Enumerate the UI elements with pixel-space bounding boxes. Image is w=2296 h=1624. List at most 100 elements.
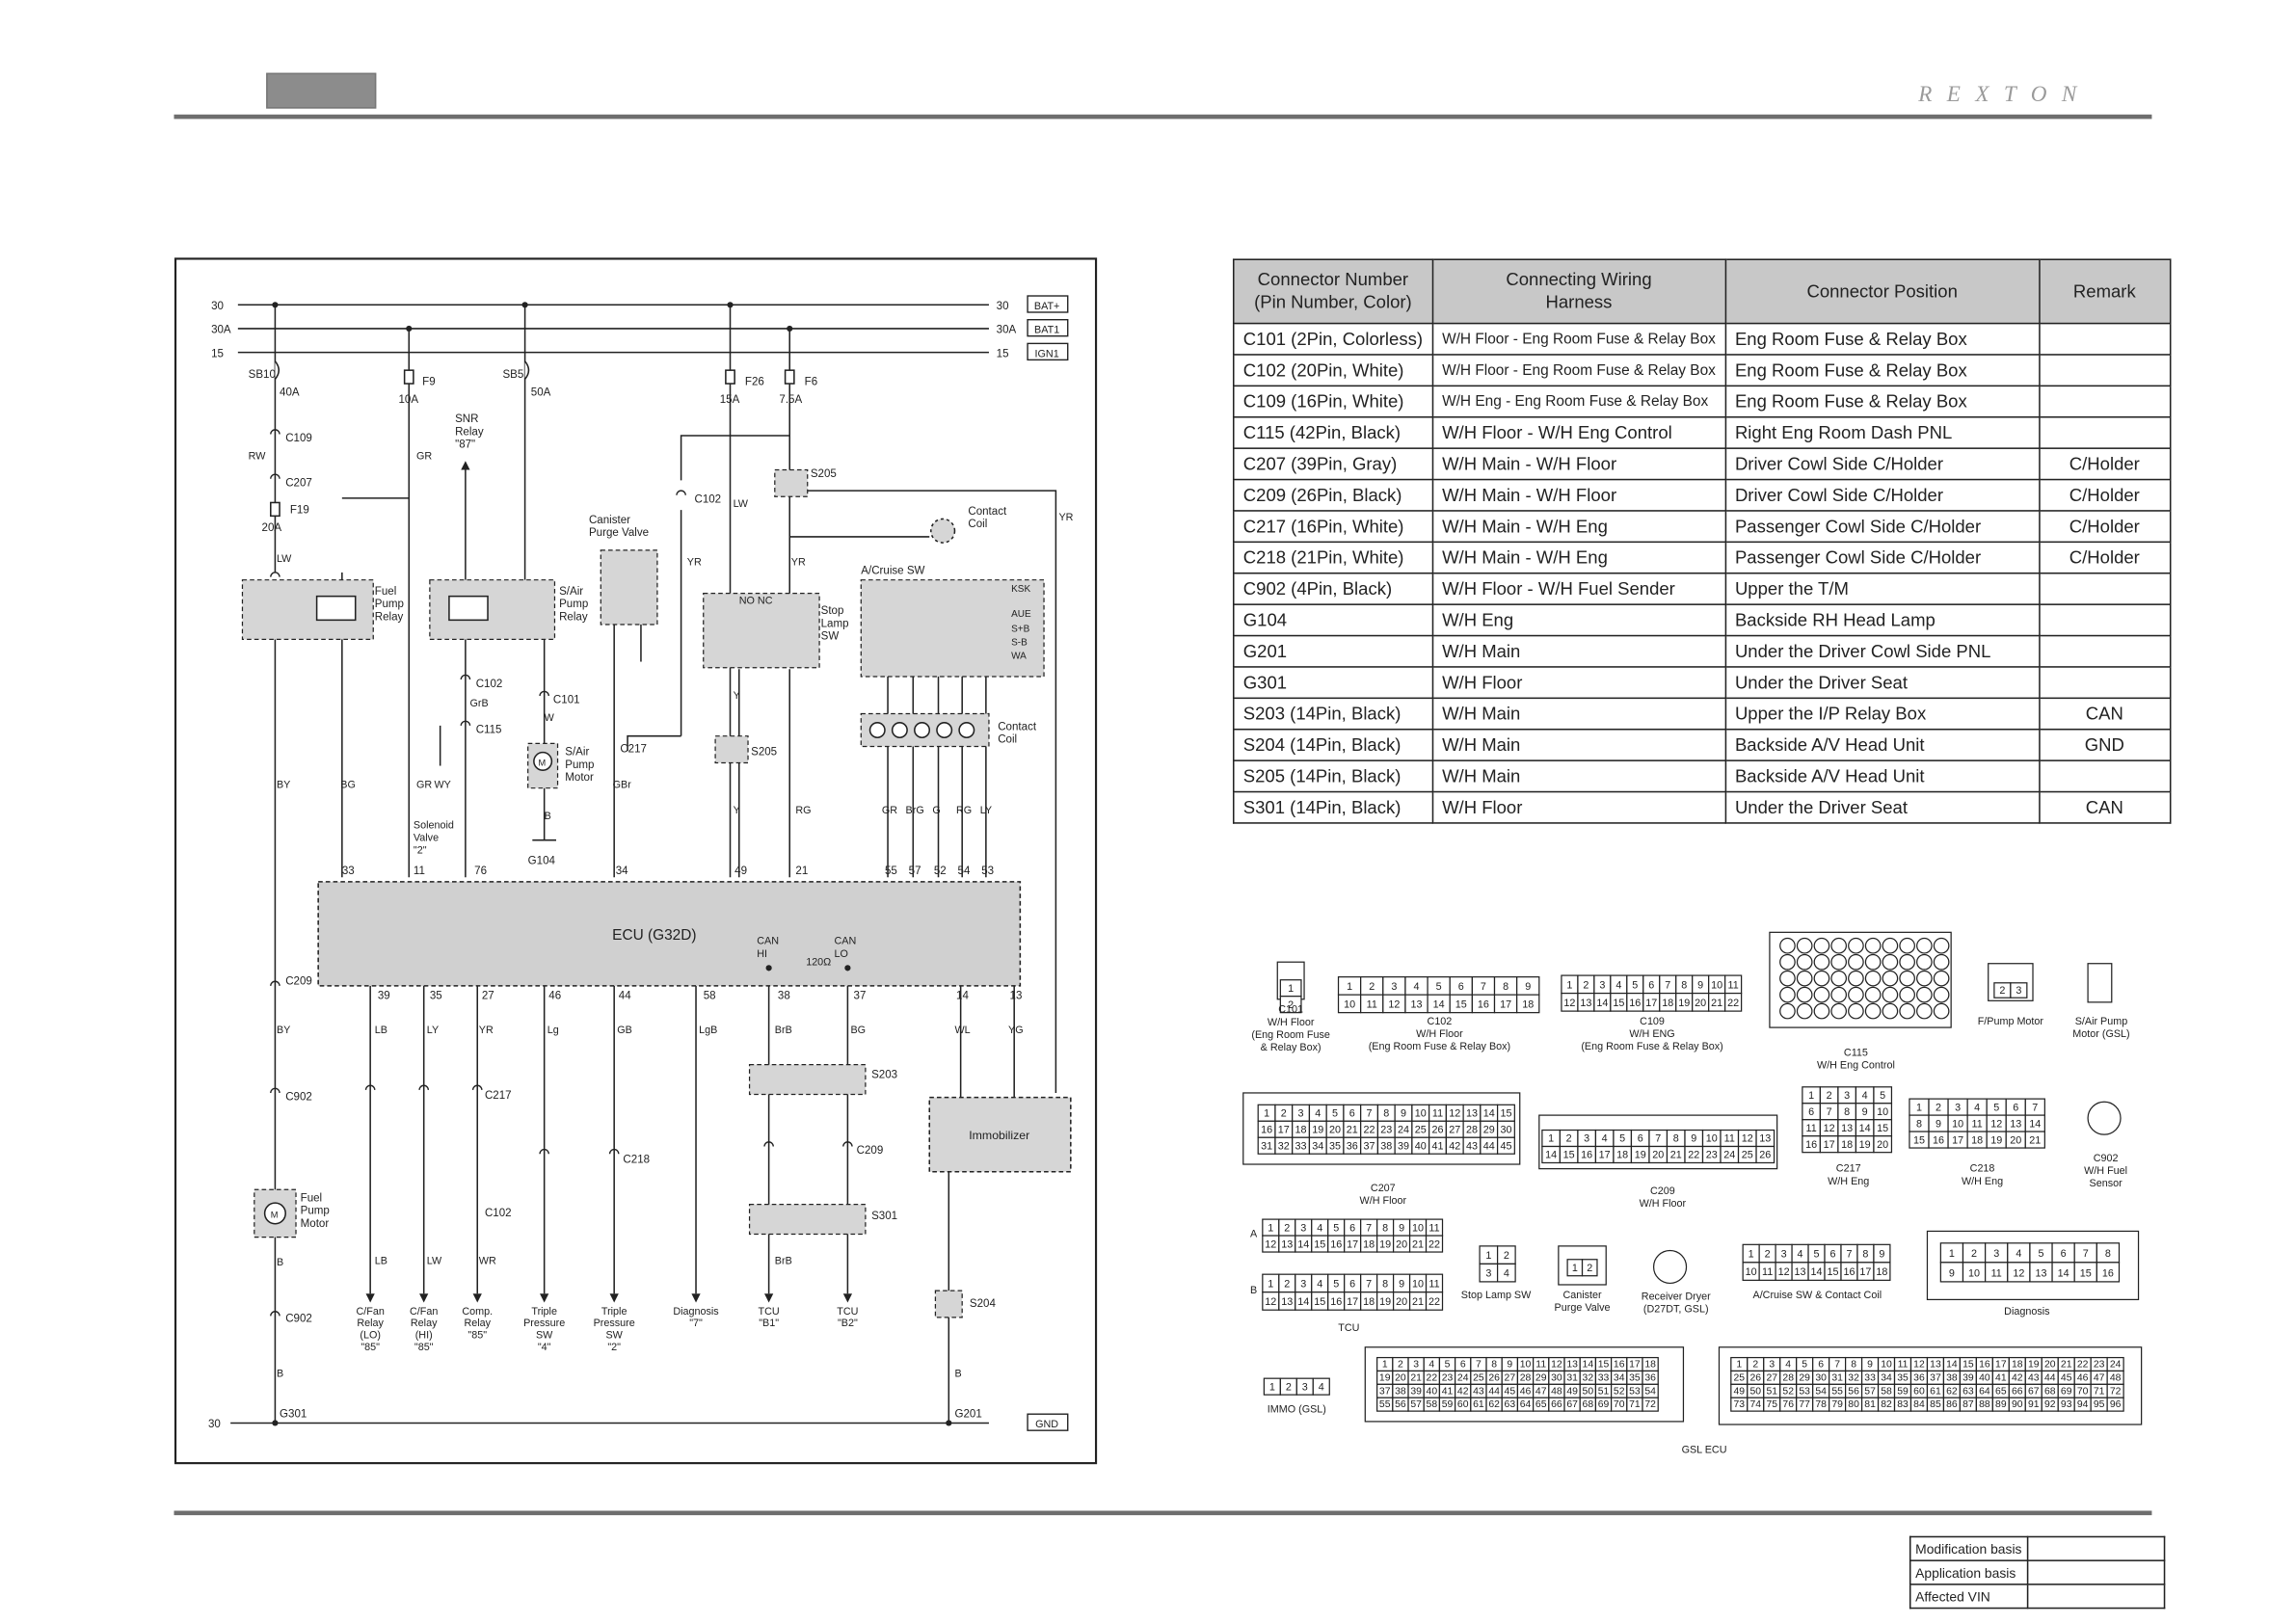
- footer-rule: [174, 1510, 2152, 1516]
- can-hi-label-line0: CAN: [757, 936, 779, 947]
- c209-pin: 16: [1581, 1150, 1592, 1161]
- modification-basis-value: [2026, 1535, 2165, 1561]
- gslecu-r-pin: 9: [1867, 1360, 1873, 1371]
- tcu-b-pin: 10: [1412, 1279, 1424, 1291]
- c217-pin: 18: [1841, 1139, 1853, 1151]
- gslecu-l-pin: 1: [1382, 1360, 1388, 1371]
- ecu-pin-bottom: 38: [778, 991, 790, 1002]
- c207-pin: 27: [1449, 1124, 1460, 1135]
- c115-pin: [1779, 1002, 1796, 1020]
- c217-pin: 5: [1880, 1090, 1885, 1102]
- cell-connector: S301 (14Pin, Black): [1232, 790, 1433, 824]
- gslecu-l-pin: 41: [1442, 1386, 1454, 1397]
- gslecu-l-pin: 64: [1520, 1399, 1532, 1410]
- bottom-load-label-line3: "85": [360, 1342, 380, 1353]
- gslecu-r-pin: 22: [2077, 1360, 2089, 1371]
- c115-pin: [1796, 970, 1813, 987]
- gslecu-r-pin: 35: [1897, 1372, 1909, 1383]
- tcu-a-pin: 21: [1412, 1238, 1424, 1250]
- acruise-pin: 5: [1814, 1249, 1820, 1261]
- cell-connector: C115 (42Pin, Black): [1232, 415, 1433, 449]
- gslecu-l-pin: 48: [1551, 1386, 1562, 1397]
- wire-color-label: GR: [416, 451, 432, 463]
- c207-pin: 33: [1295, 1140, 1307, 1152]
- gslecu-l-pin: 42: [1457, 1386, 1469, 1397]
- fuel-pump-motor-label-line0: Fuel: [301, 1193, 323, 1205]
- diag-pin: 11: [1991, 1267, 2002, 1279]
- sair-pump-relay-label-line0: S/Air: [559, 586, 583, 598]
- bottom-load-label-line2: "85": [467, 1330, 487, 1342]
- c115-pin: [1882, 937, 1899, 954]
- c109-pin: 18: [1662, 998, 1673, 1009]
- c115-pin: [1848, 953, 1864, 971]
- tcu-b-pin: 22: [1428, 1296, 1440, 1308]
- c102-pin: 18: [1522, 998, 1534, 1010]
- c115-pin: [1899, 937, 1915, 954]
- cell-remark: [2038, 415, 2171, 449]
- c115-pin: [1882, 970, 1899, 987]
- tcu-a-pin: 15: [1314, 1238, 1325, 1250]
- gslecu-r-pin: 52: [1782, 1386, 1794, 1397]
- gslecu-l-pin: 37: [1379, 1386, 1391, 1397]
- s205b-label: S205: [751, 747, 777, 759]
- junction-dot: [272, 302, 279, 308]
- connector-pin: [270, 572, 280, 577]
- c209-pin: 8: [1673, 1133, 1679, 1145]
- cell-position: Backside A/V Head Unit: [1724, 759, 2041, 793]
- c109-pin: 4: [1615, 979, 1621, 991]
- tcu-b-pin: 21: [1412, 1296, 1424, 1308]
- c217-pin: 12: [1824, 1123, 1835, 1134]
- tcu-label: TCU: [1338, 1322, 1359, 1334]
- c207-pin: 19: [1312, 1124, 1323, 1135]
- gslecu-l-pin: 38: [1395, 1386, 1406, 1397]
- canister-pin: 2: [1587, 1263, 1592, 1274]
- ecu-pin-top: 21: [795, 865, 808, 877]
- bottom-load-label-line1: Relay: [411, 1318, 438, 1329]
- cell-harness: W/H Floor: [1431, 666, 1726, 700]
- terminal-box: [1027, 319, 1069, 337]
- load-arrow: [609, 1293, 619, 1303]
- tcu-b-pin: 15: [1314, 1296, 1325, 1308]
- sb-minus-label: S-B: [1011, 638, 1028, 649]
- ecu-pin-bottom: 58: [704, 991, 716, 1002]
- gslecu-r-pin: 68: [2044, 1386, 2056, 1397]
- acruise-pin: 7: [1846, 1249, 1852, 1261]
- gslecu-r-pin: 66: [2012, 1386, 2023, 1397]
- gslecu-r-pin: 87: [1962, 1399, 1974, 1410]
- c218-pin: 21: [2029, 1134, 2041, 1146]
- load-arrow: [691, 1293, 701, 1303]
- tcu-b-pin: 4: [1317, 1279, 1322, 1291]
- gslecu-r-pin: 80: [1848, 1399, 1859, 1410]
- table-row: C109 (16Pin, White)W/H Eng - Eng Room Fu…: [1232, 385, 2171, 418]
- gslecu-r-pin: 89: [1995, 1399, 2007, 1410]
- fpump-pin: 3: [2016, 985, 2021, 997]
- gslecu-l-pin: 40: [1427, 1386, 1438, 1397]
- c217-pin: 17: [1824, 1139, 1835, 1151]
- gslecu-r-pin: 12: [1913, 1360, 1925, 1371]
- c102-pin: 1: [1347, 981, 1352, 993]
- bottom-load-label-line1: Relay: [464, 1318, 491, 1329]
- wire-color-label: WY: [434, 780, 450, 791]
- contact-coil-label-bottom-line0: Contact: [998, 722, 1037, 733]
- gslecu-l-pin: 29: [1535, 1372, 1547, 1383]
- c115-pin: [1882, 953, 1899, 971]
- c115-pin: [1813, 986, 1830, 1003]
- gslecu-l-pin: 25: [1473, 1372, 1484, 1383]
- ecu-pin-bottom: 44: [619, 991, 631, 1002]
- gslecu-l-pin: 5: [1445, 1360, 1451, 1371]
- gslecu-l-pin: 23: [1442, 1372, 1454, 1383]
- c209-pin: 17: [1599, 1150, 1611, 1161]
- c115-pin: [1830, 953, 1848, 971]
- ground-g104: G104: [528, 855, 556, 866]
- fuel-pump-relay-label-line0: Fuel: [375, 586, 397, 598]
- tcu-a-pin: 19: [1379, 1238, 1391, 1250]
- gslecu-r-pin: 74: [1749, 1399, 1761, 1410]
- c102-pin: 17: [1500, 998, 1511, 1010]
- c217-pin: 14: [1859, 1123, 1871, 1134]
- connector-pin: [270, 980, 280, 986]
- c109-pin: 2: [1583, 979, 1589, 991]
- bus-label: 15: [211, 348, 224, 359]
- gslecu-r-pin: 26: [1749, 1372, 1761, 1383]
- gslecu-r-pin: 34: [1881, 1372, 1892, 1383]
